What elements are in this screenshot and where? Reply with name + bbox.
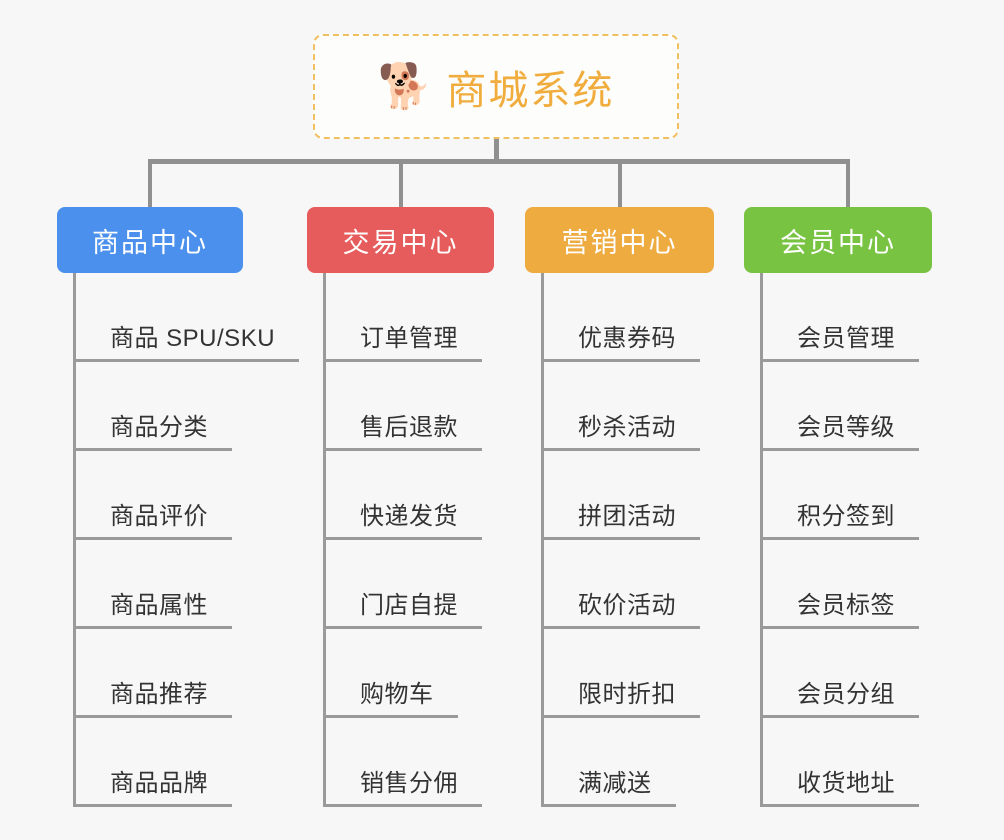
leaf-label: 会员标签 (797, 592, 895, 619)
branch-header-trade-center[interactable]: 交易中心 (307, 207, 494, 273)
list-item[interactable]: 砍价活动 (541, 540, 714, 629)
list-item[interactable]: 订单管理 (323, 273, 494, 362)
branch-header-label: 商品中心 (92, 227, 208, 258)
leaf-label: 订单管理 (360, 325, 458, 352)
leaf-label: 会员分组 (797, 681, 895, 708)
leaf-label: 拼团活动 (578, 503, 676, 530)
root-node[interactable]: 🐕 商城系统 (313, 34, 679, 139)
branch-header-product-center[interactable]: 商品中心 (57, 207, 243, 273)
leaf-label: 砍价活动 (578, 592, 676, 619)
list-item[interactable]: 商品 SPU/SKU (73, 273, 300, 362)
list-item[interactable]: 会员等级 (760, 362, 932, 451)
list-item[interactable]: 限时折扣 (541, 629, 714, 718)
list-item[interactable]: 满减送 (541, 718, 714, 807)
horizontal-bus-connector (148, 159, 850, 164)
branch-header-marketing-center[interactable]: 营销中心 (525, 207, 714, 273)
list-item[interactable]: 销售分佣 (323, 718, 494, 807)
branch-drop-connector-2 (399, 159, 403, 208)
leaf-label: 商品推荐 (110, 681, 208, 708)
leaf-list-marketing-center: 优惠券码 秒杀活动 拼团活动 砍价活动 限时折扣 满减送 (541, 273, 714, 807)
leaf-spine (541, 273, 544, 807)
branch-column-marketing-center: 营销中心 优惠券码 秒杀活动 拼团活动 砍价活动 限时折扣 满减送 (525, 207, 714, 807)
leaf-label: 商品评价 (110, 503, 208, 530)
list-item[interactable]: 会员管理 (760, 273, 932, 362)
list-item[interactable]: 快递发货 (323, 451, 494, 540)
leaf-label: 限时折扣 (578, 681, 676, 708)
leaf-label: 会员管理 (797, 325, 895, 352)
leaf-label: 门店自提 (360, 592, 458, 619)
leaf-spine (323, 273, 326, 807)
leaf-label: 销售分佣 (360, 770, 458, 797)
list-item[interactable]: 售后退款 (323, 362, 494, 451)
branch-header-label: 交易中心 (342, 227, 459, 258)
shiba-dog-icon: 🐕 (377, 61, 433, 111)
list-item[interactable]: 商品属性 (73, 540, 299, 629)
leaf-list-member-center: 会员管理 会员等级 积分签到 会员标签 会员分组 收货地址 (760, 273, 932, 807)
list-item[interactable]: 购物车 (323, 629, 494, 718)
leaf-label: 商品分类 (110, 414, 208, 441)
branch-header-label: 营销中心 (561, 227, 678, 258)
branch-column-product-center: 商品中心 商品 SPU/SKU 商品分类 商品评价 商品属性 商品推荐 商品品牌 (57, 207, 300, 807)
leaf-label: 满减送 (578, 770, 652, 797)
list-item[interactable]: 商品分类 (73, 362, 299, 451)
list-item[interactable]: 拼团活动 (541, 451, 714, 540)
leaf-label: 商品属性 (110, 592, 208, 619)
leaf-label: 快递发货 (360, 503, 458, 530)
list-item[interactable]: 会员分组 (760, 629, 932, 718)
branch-drop-connector-4 (846, 159, 850, 208)
branch-header-label: 会员中心 (780, 227, 896, 258)
list-item[interactable]: 商品品牌 (73, 718, 299, 807)
list-item[interactable]: 商品推荐 (73, 629, 299, 718)
leaf-label: 会员等级 (797, 414, 895, 441)
leaf-spine (73, 273, 76, 807)
list-item[interactable]: 门店自提 (323, 540, 494, 629)
leaf-spine (760, 273, 763, 807)
branch-column-trade-center: 交易中心 订单管理 售后退款 快递发货 门店自提 购物车 销售分佣 (307, 207, 494, 807)
root-title: 商城系统 (446, 68, 615, 113)
root-stub-connector (494, 139, 499, 163)
leaf-label: 积分签到 (797, 503, 895, 530)
leaf-list-product-center: 商品 SPU/SKU 商品分类 商品评价 商品属性 商品推荐 商品品牌 (73, 273, 300, 807)
leaf-label: 收货地址 (797, 770, 895, 797)
list-item[interactable]: 商品评价 (73, 451, 299, 540)
branch-header-member-center[interactable]: 会员中心 (744, 207, 932, 273)
branch-drop-connector-3 (618, 159, 622, 208)
list-item[interactable]: 会员标签 (760, 540, 932, 629)
leaf-label: 商品 SPU/SKU (110, 325, 276, 352)
list-item[interactable]: 秒杀活动 (541, 362, 714, 451)
branch-drop-connector-1 (148, 159, 152, 208)
leaf-label: 优惠券码 (578, 325, 676, 352)
leaf-list-trade-center: 订单管理 售后退款 快递发货 门店自提 购物车 销售分佣 (323, 273, 494, 807)
list-item[interactable]: 收货地址 (760, 718, 932, 807)
leaf-label: 购物车 (360, 681, 434, 708)
branch-column-member-center: 会员中心 会员管理 会员等级 积分签到 会员标签 会员分组 收货地址 (744, 207, 932, 807)
leaf-label: 商品品牌 (110, 770, 208, 797)
list-item[interactable]: 积分签到 (760, 451, 932, 540)
leaf-label: 秒杀活动 (578, 414, 676, 441)
list-item[interactable]: 优惠券码 (541, 273, 714, 362)
leaf-label: 售后退款 (360, 414, 458, 441)
